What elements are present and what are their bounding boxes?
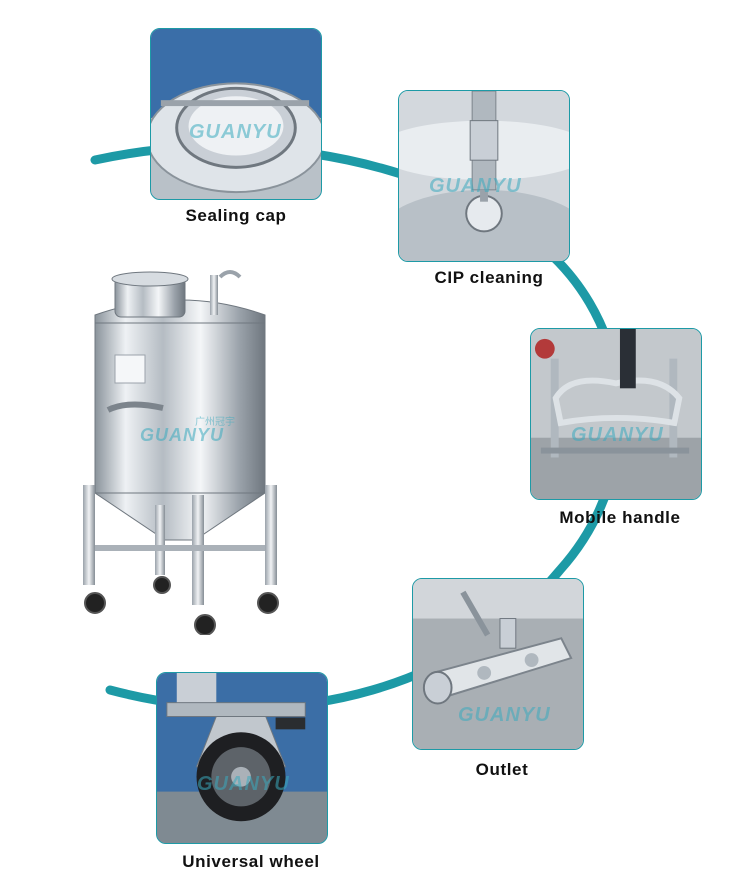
caption-cip-cleaning: CIP cleaning [434, 268, 544, 287]
storage-tank-image: GUANYU 广州冠宇 [70, 255, 290, 636]
caption-mobile-handle: Mobile handle [559, 508, 681, 527]
sealing-cap-photo: GUANYU [150, 28, 322, 200]
caption-universal-wheel: Universal wheel [182, 852, 320, 871]
outlet-valve-photo: GUANYU [412, 578, 584, 750]
mobile-handle-photo: GUANYU [530, 328, 702, 500]
caption-outlet: Outlet [475, 760, 529, 779]
caster-wheel-photo: GUANYU [156, 672, 328, 844]
caption-sealing-cap: Sealing cap [185, 206, 287, 225]
cip-spray-ball-photo: GUANYU [398, 90, 570, 262]
